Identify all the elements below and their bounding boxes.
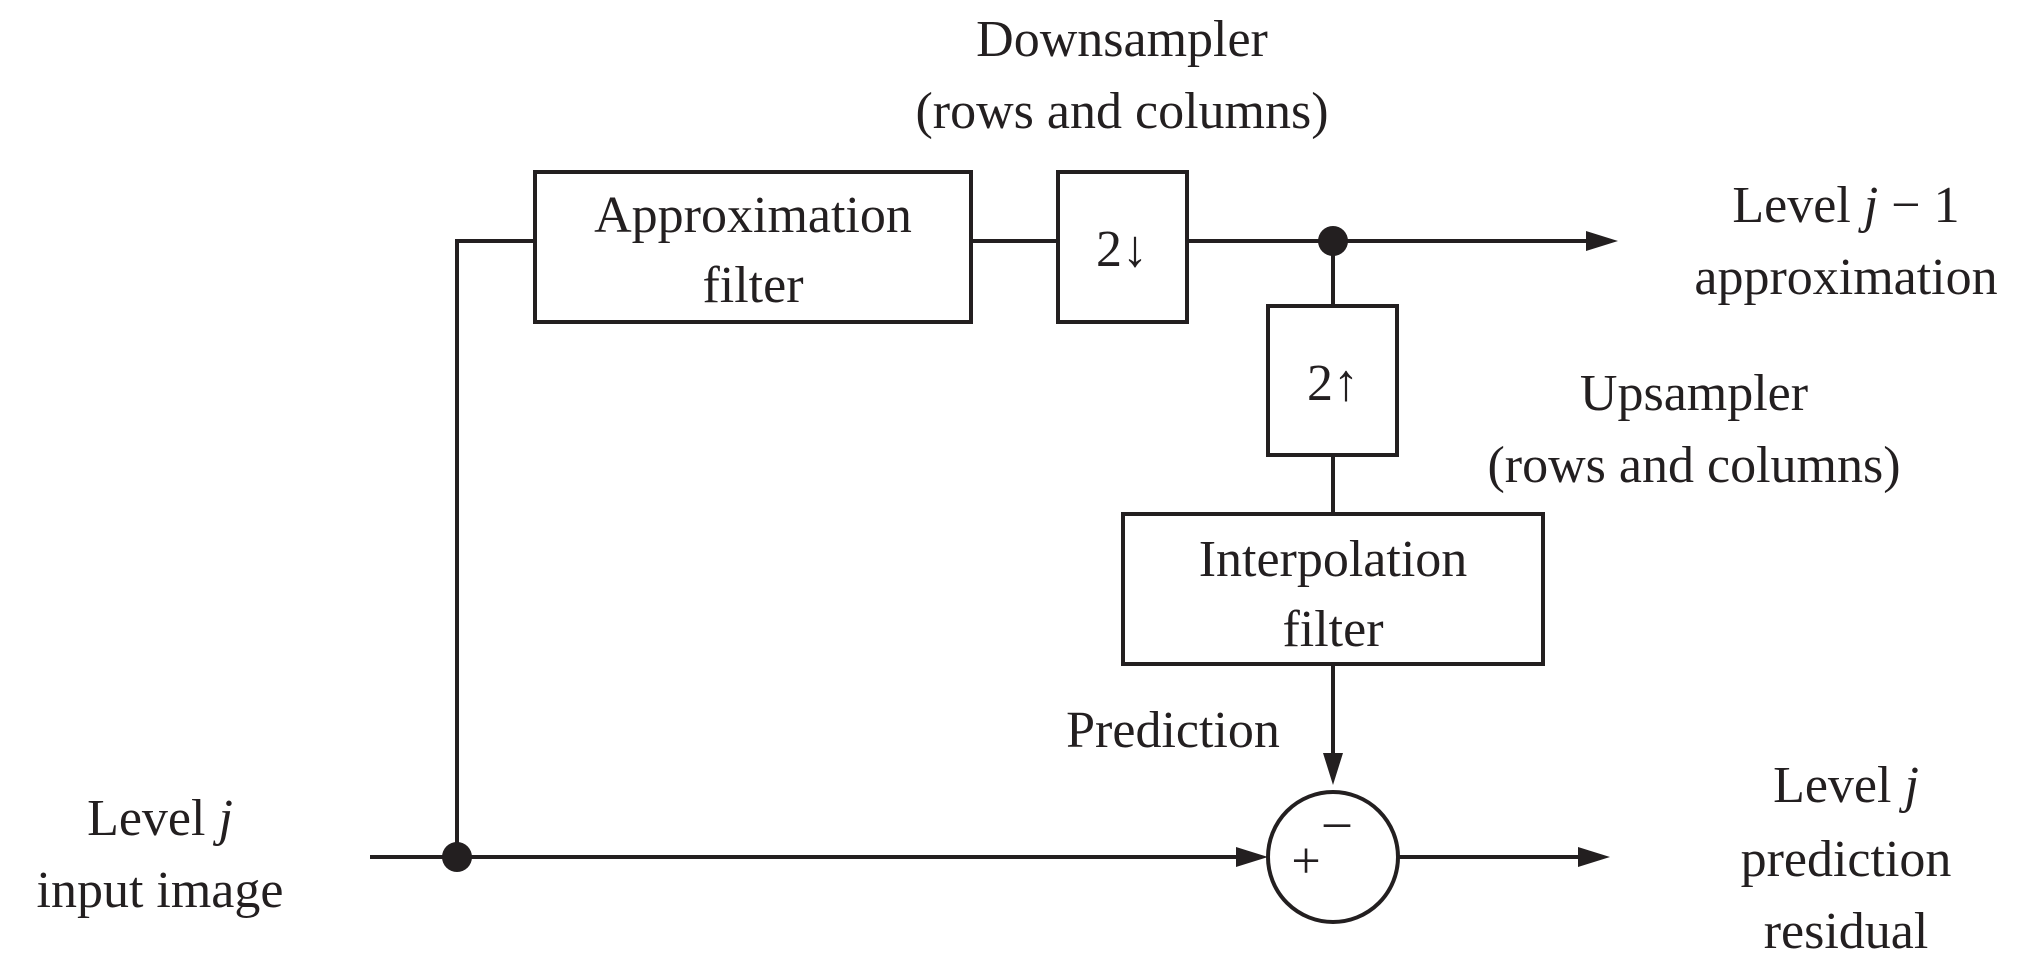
residual-label-level-text: Level bbox=[1773, 757, 1904, 814]
upsampler-block: 2↑ bbox=[1266, 304, 1399, 457]
downsampler-label-line2: (rows and columns) bbox=[915, 83, 1328, 140]
summing-junction: + – bbox=[1266, 790, 1400, 924]
approximation-filter-block: Approximation filter bbox=[533, 170, 973, 324]
approximation-label-line1: Level j − 1 bbox=[1732, 177, 1959, 234]
input-junction-dot bbox=[442, 842, 472, 872]
upsampler-label-line2: (rows and columns) bbox=[1487, 437, 1900, 494]
input-label-line2: input image bbox=[37, 862, 284, 919]
downsampler-block: 2↓ bbox=[1056, 170, 1189, 324]
residual-label-line3: residual bbox=[1764, 903, 1929, 960]
downsampler-label: Downsampler (rows and columns) bbox=[915, 11, 1328, 140]
downsampler-symbol: 2↓ bbox=[1096, 221, 1148, 278]
approximation-label-level-var: j bbox=[1858, 177, 1878, 234]
residual-label-level-var: j bbox=[1898, 757, 1918, 814]
branch-wire bbox=[455, 239, 535, 857]
input-label: Level j input image bbox=[37, 790, 284, 919]
approximation-output-arrowhead bbox=[1586, 231, 1618, 251]
input-label-line1: Level j bbox=[87, 790, 233, 847]
approximation-filter-line1: Approximation bbox=[594, 187, 912, 244]
interpolation-filter-block: Interpolation filter bbox=[1121, 512, 1545, 666]
input-arrowhead bbox=[1236, 847, 1268, 867]
upsampler-label-line1: Upsampler bbox=[1580, 365, 1808, 422]
approximation-label-level-tail: − 1 bbox=[1878, 177, 1959, 234]
prediction-arrowhead bbox=[1323, 753, 1343, 785]
interpolation-filter-line2: filter bbox=[1282, 601, 1383, 658]
upsampler-symbol: 2↑ bbox=[1307, 355, 1359, 412]
residual-label-line2: prediction bbox=[1741, 831, 1952, 888]
downsampler-label-line1: Downsampler bbox=[976, 11, 1268, 68]
interpolation-filter-line1: Interpolation bbox=[1199, 531, 1468, 588]
approximation-label-level-text: Level bbox=[1732, 177, 1863, 234]
summer-plus-sign: + bbox=[1291, 833, 1320, 890]
prediction-label: Prediction bbox=[1066, 702, 1280, 759]
summer-minus-sign: – bbox=[1323, 793, 1351, 850]
input-label-level-text: Level bbox=[87, 790, 218, 847]
residual-output-label: Level j prediction residual bbox=[1741, 757, 1952, 960]
residual-output-arrowhead bbox=[1578, 847, 1610, 867]
approximation-output-label: Level j − 1 approximation bbox=[1694, 177, 1997, 306]
approximation-filter-line2: filter bbox=[702, 257, 803, 314]
residual-label-line1: Level j bbox=[1773, 757, 1919, 814]
upsampler-label: Upsampler (rows and columns) bbox=[1487, 365, 1900, 494]
approximation-label-line2: approximation bbox=[1694, 249, 1997, 306]
input-label-level-var: j bbox=[212, 790, 232, 847]
